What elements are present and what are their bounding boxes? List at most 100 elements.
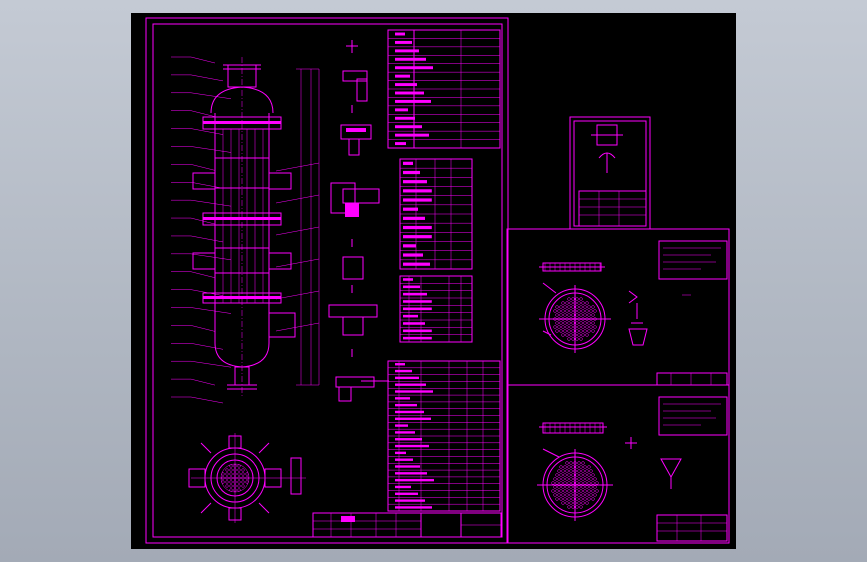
tube-sheet-hole (563, 465, 567, 469)
tube-sheet-hole (577, 333, 581, 337)
tube-sheet-hole (573, 325, 577, 329)
nozzle-row-text (403, 262, 430, 266)
tube-sheet-hole (567, 313, 571, 317)
plan-tube-hole (241, 468, 245, 472)
plan-tube-hole (229, 480, 233, 484)
tube-sheet-hole (565, 501, 569, 505)
tube-sheet-hole (581, 309, 585, 313)
tube-sheet-hole (579, 297, 583, 301)
tube-sheet-strip-ticks (544, 263, 601, 433)
plan-tube-hole (225, 468, 229, 472)
plan-tube-hole (237, 480, 241, 484)
bill-row-text (395, 397, 410, 400)
plan-tube-hole (245, 472, 249, 476)
tube-sheet-hole (583, 481, 587, 485)
tube-sheet-hole (575, 489, 579, 493)
tube-sheet-hole (575, 465, 579, 469)
parts-row-text (403, 322, 425, 325)
tube-sheet-hole (577, 461, 581, 465)
tube-sheet-hole (553, 317, 557, 321)
tube-sheet-hole (585, 325, 589, 329)
tube-sheet-hole (565, 309, 569, 313)
tube-sheet-hole (569, 501, 573, 505)
tube-sheet-hole (561, 333, 565, 337)
tube-sheet-hole (591, 321, 595, 325)
tube-sheet-hole (559, 489, 563, 493)
tube-sheet-hole (595, 481, 599, 485)
tube-sheet-hole (571, 305, 575, 309)
nozzle-row-text (403, 198, 432, 202)
plan-tube-hole (221, 476, 225, 480)
design-data-row-text (395, 49, 419, 53)
tube-sheet-hole (561, 325, 565, 329)
tube-sheet-hole (565, 333, 569, 337)
tube-sheet-hole (555, 305, 559, 309)
tube-sheet-hole (589, 493, 593, 497)
tube-sheet-hole (579, 329, 583, 333)
tube-sheet-hole (565, 317, 569, 321)
callout-leader (275, 162, 320, 172)
tube-sheet-hole (559, 465, 563, 469)
tube-sheet-hole (567, 489, 571, 493)
tube-sheet-hole (569, 301, 573, 305)
callout-leader (190, 235, 224, 243)
tube-sheet-hole (575, 481, 579, 485)
tube-sheet-hole (593, 477, 597, 481)
tube-sheet-hole (587, 321, 591, 325)
bill-row-text (395, 451, 406, 455)
design-data-row-text (395, 91, 424, 95)
tube-sheet-hole (573, 309, 577, 313)
callout-leader (190, 307, 232, 314)
design-data-row-text (395, 32, 405, 36)
tube-sheet-hole (567, 329, 571, 333)
tube-sheet-hole (577, 477, 581, 481)
tube-sheet-hole (585, 301, 589, 305)
tube-sheet-hole (579, 497, 583, 501)
tube-sheet-hole (589, 317, 593, 321)
tube-sheet-hole (557, 485, 561, 489)
tube-sheet-hole (575, 473, 579, 477)
tube-sheet-hole (565, 301, 569, 305)
tube-sheet-hole (575, 305, 579, 309)
callout-leader (275, 322, 320, 332)
tube-sheet-hole (589, 325, 593, 329)
bill-row-text (395, 410, 424, 414)
bill-row-text (395, 417, 431, 420)
tube-sheet-hole (577, 501, 581, 505)
tube-sheet-hole (593, 485, 597, 489)
tube-sheet-hole (587, 473, 591, 477)
tube-sheet-hole (567, 297, 571, 301)
main-title-block (312, 512, 502, 538)
tube-sheet-hole (581, 501, 585, 505)
tube-sheet-hole (561, 501, 565, 505)
tube-sheet-hole (557, 309, 561, 313)
cad-drawing-viewport[interactable] (131, 13, 736, 549)
plan-tube-hole (233, 488, 237, 492)
tube-sheet-hole (569, 333, 573, 337)
callout-leader (190, 271, 216, 278)
tube-sheet-hole (585, 485, 589, 489)
small-detail-sheet (569, 116, 651, 230)
tube-sheet-hole (571, 481, 575, 485)
tube-sheet-hole (589, 485, 593, 489)
plan-tube-hole (233, 468, 237, 472)
tube-sheet-hole (561, 485, 565, 489)
plan-tube-hole (233, 480, 237, 484)
tube-sheet-hole (593, 325, 597, 329)
tube-sheet-hole (575, 297, 579, 301)
tube-sheet-hole (593, 309, 597, 313)
tube-sheet-hole (583, 473, 587, 477)
callout-leader (190, 253, 232, 261)
callout-leader (190, 217, 216, 225)
parts-row-text (403, 292, 427, 296)
plan-tube-hole (241, 480, 245, 484)
tube-sheet-hole (581, 301, 585, 305)
tube-sheet-hole (591, 481, 595, 485)
bill-row-text (395, 492, 418, 495)
callout-leader (190, 92, 232, 100)
tube-sheet-hole (585, 501, 589, 505)
plan-tube-hole (245, 476, 249, 480)
tube-sheet-hole (575, 497, 579, 501)
callout-leader (190, 199, 232, 207)
bill-row-text (395, 376, 419, 380)
